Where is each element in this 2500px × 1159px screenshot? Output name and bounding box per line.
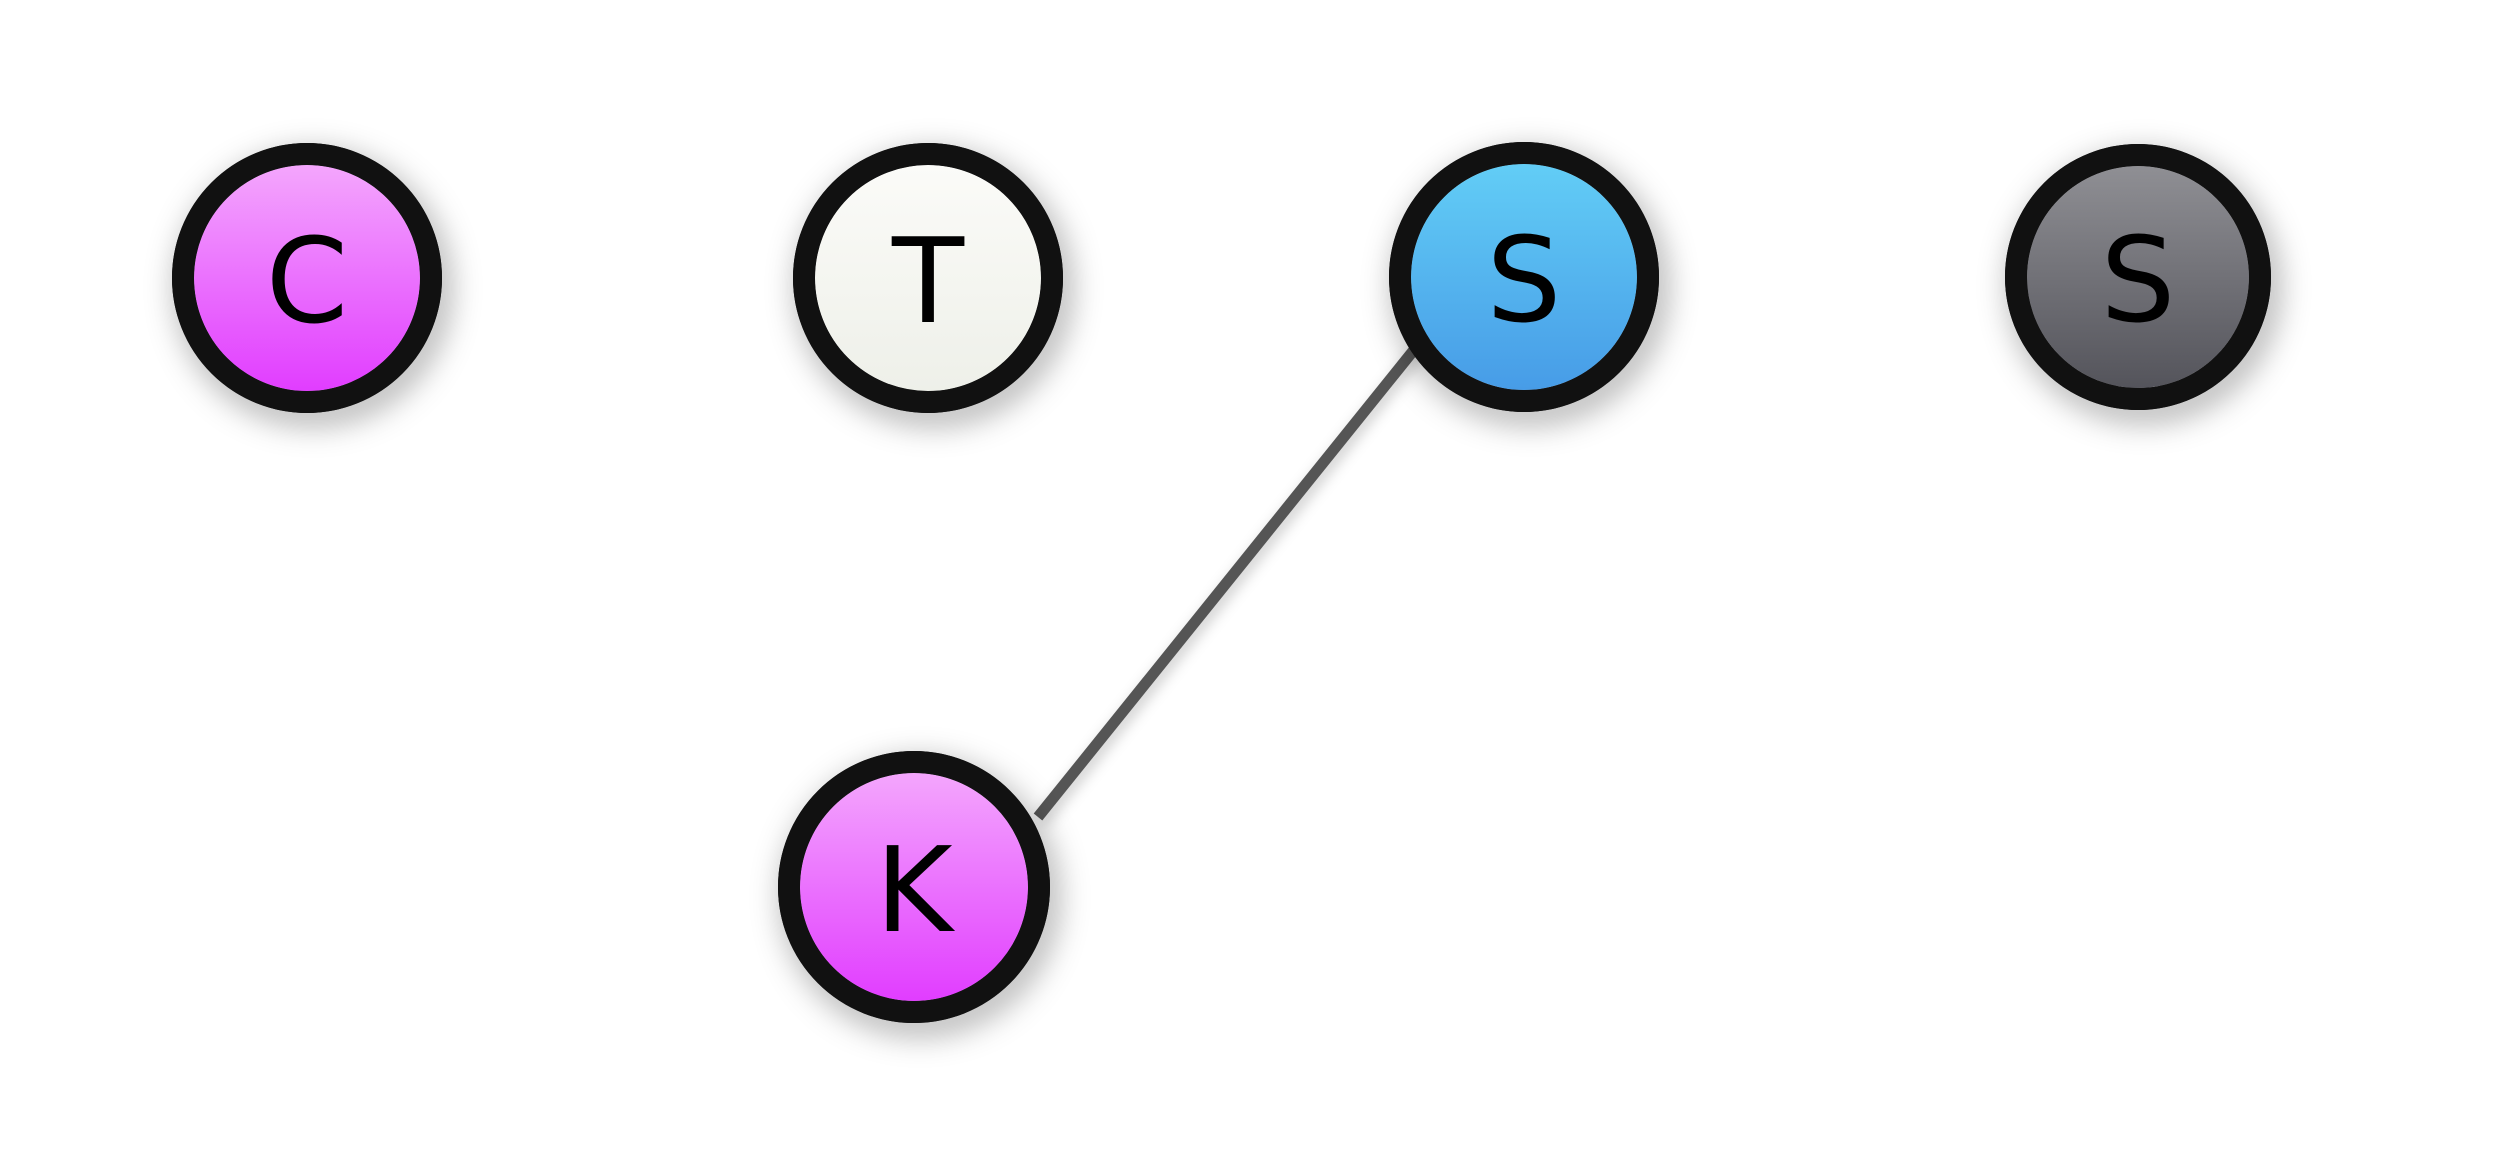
edge-k-s1[interactable] <box>1033 326 1435 821</box>
node-fill-gray[interactable] <box>2027 166 2249 388</box>
node-fill-blue[interactable] <box>1411 164 1637 390</box>
node-t[interactable]: T <box>793 143 1063 413</box>
node-ring <box>778 751 1050 1023</box>
node-fill-magenta[interactable] <box>194 165 420 391</box>
node-k[interactable]: K <box>778 751 1050 1023</box>
node-ring <box>172 143 442 413</box>
node-s1[interactable]: S <box>1389 142 1659 412</box>
node-ring <box>793 143 1063 413</box>
node-s2[interactable]: S <box>2005 144 2271 410</box>
node-fill-ivory[interactable] <box>815 165 1041 391</box>
node-fill-magenta[interactable] <box>800 773 1028 1001</box>
node-c[interactable]: C <box>172 143 442 413</box>
edges-layer <box>442 271 2005 821</box>
node-ring <box>1389 142 1659 412</box>
node-ring <box>2005 144 2271 410</box>
